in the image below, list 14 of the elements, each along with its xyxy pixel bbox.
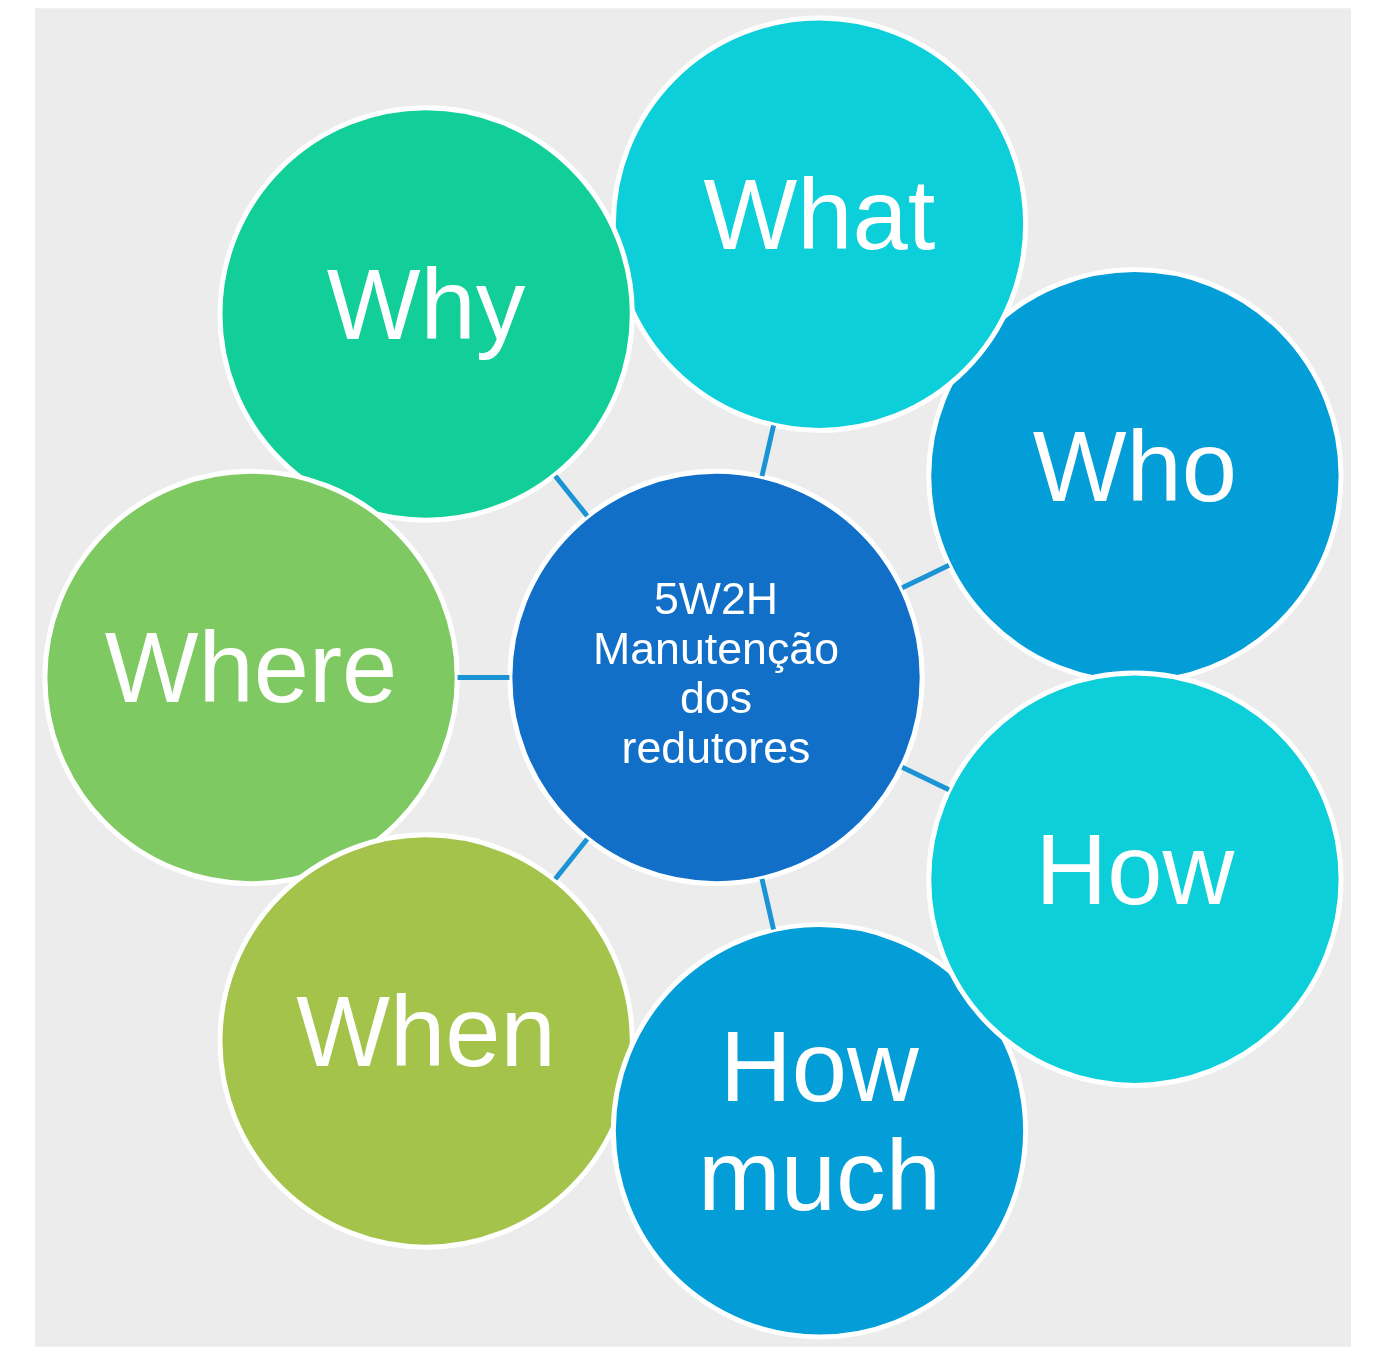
connector	[553, 474, 590, 518]
node-circle: 5W2H Manutenção dos redutores	[507, 468, 925, 887]
connector	[759, 424, 776, 477]
node-circle: How	[926, 670, 1344, 1088]
connector	[901, 563, 950, 591]
node-circle: Why	[217, 105, 635, 523]
connector	[759, 878, 776, 931]
connector	[901, 764, 950, 792]
node-circle: How much	[610, 922, 1029, 1340]
connector	[457, 675, 510, 680]
node-circle: When	[217, 832, 635, 1250]
connector	[553, 837, 590, 881]
node-circle: What	[610, 15, 1029, 433]
node-circle: Where	[42, 468, 460, 887]
